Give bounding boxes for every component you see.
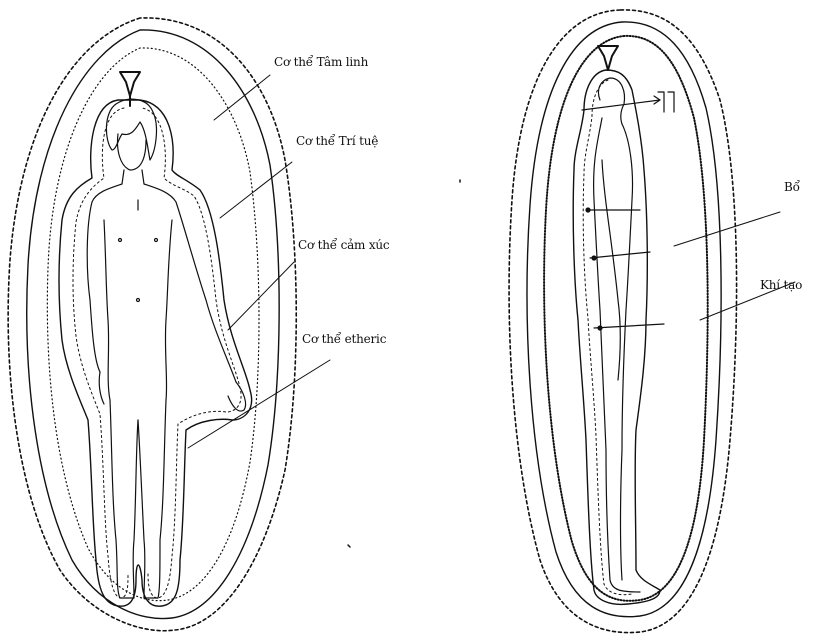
left-outer-aura-solid bbox=[27, 30, 279, 619]
right-chakra-arrows bbox=[582, 92, 674, 330]
pointer-mental bbox=[220, 162, 292, 218]
pointer-etheric bbox=[188, 360, 330, 448]
label-emotional-body: Cơ thể cảm xúc bbox=[298, 238, 389, 252]
left-physical-body bbox=[87, 99, 245, 598]
label-spiritual-body: Cơ thể Tâm linh bbox=[274, 55, 368, 69]
label-right-bottom: Khí tạo bbox=[760, 278, 802, 292]
left-etheric-envelope bbox=[59, 100, 252, 606]
pointer-top bbox=[674, 212, 780, 246]
left-figure bbox=[8, 18, 330, 631]
right-figure bbox=[509, 10, 795, 633]
label-right-top: Bổ bbox=[784, 180, 800, 194]
label-etheric-body: Cơ thể etheric bbox=[302, 332, 386, 346]
left-inner-aura-dotted bbox=[47, 48, 259, 601]
label-mental-body: Cơ thể Trí tuệ bbox=[296, 134, 378, 148]
left-crown-chakra bbox=[120, 72, 140, 96]
pointer-spiritual bbox=[214, 75, 270, 120]
pointer-emotional bbox=[228, 262, 294, 330]
right-physical-body bbox=[594, 78, 640, 592]
right-outer-aura-dashed bbox=[509, 10, 737, 633]
